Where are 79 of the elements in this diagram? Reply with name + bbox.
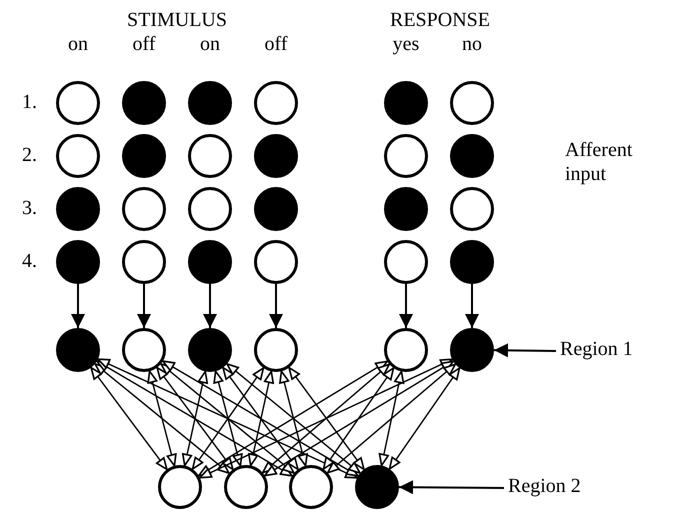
empty-neuron-circle [384,328,428,372]
text-label: 3. [22,196,37,220]
arrow [248,370,274,466]
arrow [137,284,151,328]
empty-neuron-circle [122,240,166,284]
arrow [262,363,390,474]
empty-neuron-circle [254,328,298,372]
arrow [264,360,454,476]
filled-neuron-circle [56,328,100,372]
text-label: off [132,32,156,56]
filled-neuron-circle [355,465,399,509]
arrow [326,363,456,474]
empty-neuron-circle [254,240,298,284]
empty-neuron-circle [384,240,428,284]
arrow [399,284,413,328]
empty-neuron-circle [122,328,166,372]
arrow [378,370,404,466]
empty-neuron-circle [158,465,202,509]
text-label: 2. [22,143,37,167]
arrow [399,480,504,494]
arrow [465,284,479,328]
arrow [90,366,168,470]
text-label: no [462,32,482,56]
filled-neuron-circle [56,187,100,231]
filled-neuron-circle [450,134,494,178]
filled-neuron-circle [122,134,166,178]
arrow [269,284,283,328]
filled-neuron-circle [56,240,100,284]
arrow [322,367,394,470]
arrow [162,360,359,477]
empty-neuron-circle [224,465,268,509]
empty-neuron-circle [450,187,494,231]
empty-neuron-circle [56,134,100,178]
filled-neuron-circle [450,328,494,372]
text-label: 1. [22,90,37,114]
arrow [494,343,556,358]
arrow [192,367,264,470]
arrow [288,366,365,470]
arrow [147,370,177,467]
text-label: on [200,32,220,56]
arrow [203,284,217,328]
filled-neuron-circle [254,134,298,178]
arrow [388,367,460,470]
filled-neuron-circle [384,81,428,125]
arrow [226,363,361,474]
arrow [182,370,208,466]
filled-neuron-circle [450,240,494,284]
empty-neuron-circle [450,81,494,125]
text-label: 4. [22,249,37,273]
empty-neuron-circle [254,81,298,125]
text-label: STIMULUS [127,8,227,32]
arrow [198,360,388,476]
arrow [94,363,230,474]
arrow [71,284,85,328]
arrow [279,370,308,466]
text-label: yes [392,32,420,56]
empty-neuron-circle [188,134,232,178]
empty-neuron-circle [56,81,100,125]
arrow [160,363,295,474]
empty-neuron-circle [289,465,333,509]
arrow [213,370,243,467]
text-label: Afferent input [565,138,634,186]
arrow [96,360,293,477]
text-label: RESPONSE [390,8,490,32]
filled-neuron-circle [122,81,166,125]
arrow [222,366,299,470]
filled-neuron-circle [188,328,232,372]
filled-neuron-circle [384,187,428,231]
text-label: off [264,32,288,56]
filled-neuron-circle [188,81,232,125]
empty-neuron-circle [384,134,428,178]
empty-neuron-circle [122,187,166,231]
filled-neuron-circle [254,187,298,231]
arrow [156,366,234,470]
arrow [199,358,453,478]
arrow [97,358,358,479]
filled-neuron-circle [188,240,232,284]
empty-neuron-circle [188,187,232,231]
text-label: on [68,32,88,56]
